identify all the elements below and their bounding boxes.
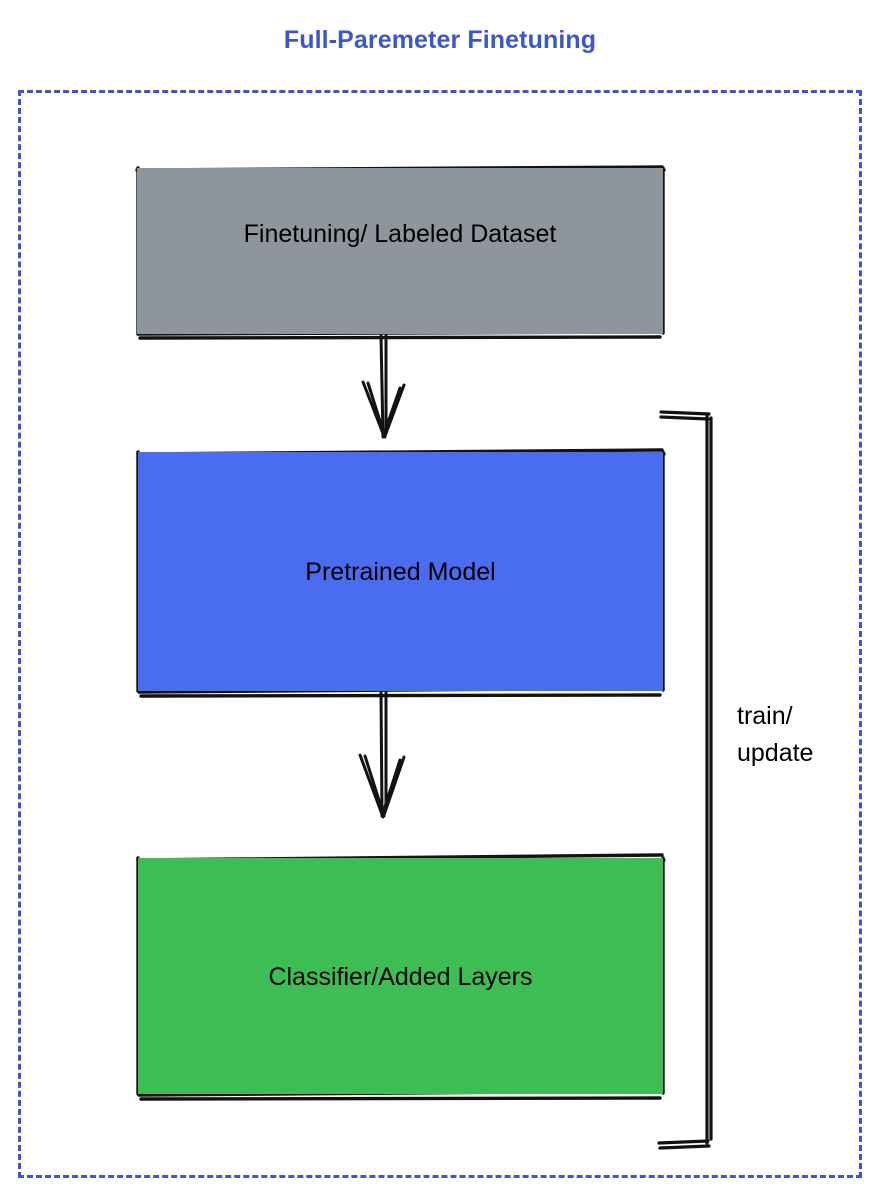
node-dataset-label: Finetuning/ Labeled Dataset [243, 220, 557, 248]
page-title: Full-Paremeter Finetuning [283, 26, 597, 54]
node-dataset[interactable]: Finetuning/ Labeled Dataset [137, 168, 663, 334]
feedback-loop-label: train/ update [737, 702, 814, 767]
node-classifier-added-layers-label: Classifier/Added Layers [268, 963, 533, 991]
diagram-boundary-frame [18, 90, 862, 1178]
node-classifier-added-layers[interactable]: Classifier/Added Layers [138, 858, 663, 1094]
node-pretrained-model-label: Pretrained Model [305, 558, 496, 586]
node-pretrained-model[interactable]: Pretrained Model [138, 452, 663, 691]
